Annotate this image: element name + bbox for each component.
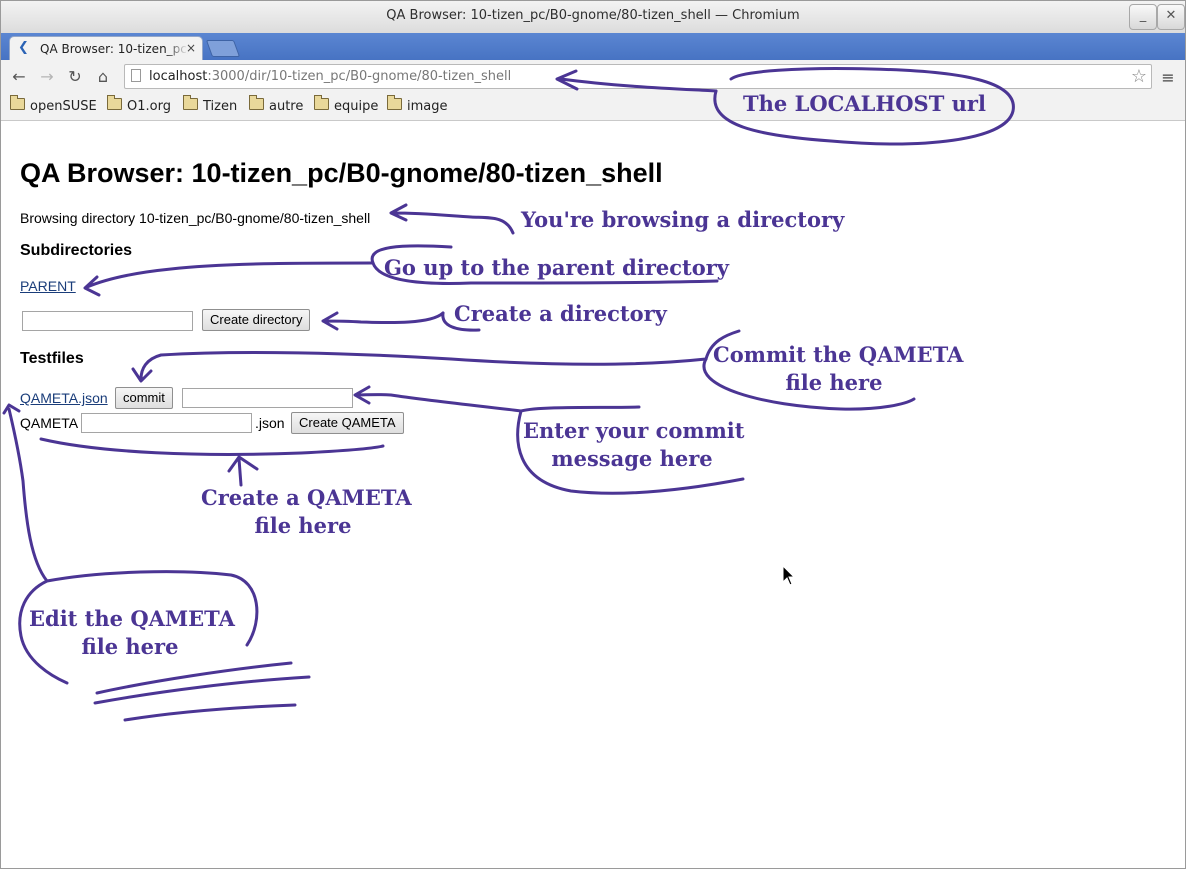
folder-icon xyxy=(183,95,198,110)
json-suffix-label: .json xyxy=(255,415,285,431)
toolbar: ← → ↻ ⌂ localhost:3000/dir/10-tizen_pc/B… xyxy=(1,60,1185,94)
url-path: :3000/dir/10-tizen_pc/B0-gnome/80-tizen_… xyxy=(207,69,512,84)
home-icon[interactable]: ⌂ xyxy=(97,67,109,86)
bookmark-star-icon[interactable]: ☆ xyxy=(1130,66,1147,87)
close-tab-icon[interactable]: × xyxy=(185,41,196,55)
folder-icon xyxy=(387,95,402,110)
folder-icon xyxy=(10,95,25,110)
forward-icon[interactable]: → xyxy=(40,67,54,86)
bookmark-folder-equipe[interactable]: equipe xyxy=(314,95,379,114)
address-bar[interactable]: localhost:3000/dir/10-tizen_pc/B0-gnome/… xyxy=(124,64,1152,89)
annotation-commit-message: Enter your commit message here xyxy=(523,417,745,473)
page-title: QA Browser: 10-tizen_pc/B0-gnome/80-tize… xyxy=(20,158,663,188)
commit-button[interactable]: commit xyxy=(115,387,173,409)
folder-icon xyxy=(314,95,329,110)
annotation-localhost: The LOCALHOST url xyxy=(743,91,986,116)
new-tab-button[interactable] xyxy=(205,40,241,57)
bookmark-folder-autre[interactable]: autre xyxy=(249,95,304,114)
bookmark-folder-o1[interactable]: O1.org xyxy=(107,95,171,114)
bookmark-label: autre xyxy=(269,99,304,114)
bookmark-label: O1.org xyxy=(127,99,171,114)
favicon-icon: ❮ xyxy=(18,40,29,55)
folder-icon xyxy=(249,95,264,110)
bookmark-label: image xyxy=(407,99,448,114)
annotation-commit-line1: Commit the QAMETA xyxy=(713,342,964,367)
create-qameta-button[interactable]: Create QAMETA xyxy=(291,412,404,434)
testfiles-heading: Testfiles xyxy=(20,350,84,367)
annotation-parent: Go up to the parent directory xyxy=(384,255,730,280)
bookmark-label: equipe xyxy=(334,99,379,114)
browsing-directory-text: Browsing directory 10-tizen_pc/B0-gnome/… xyxy=(20,210,371,226)
annotation-create-qameta-line2: file here xyxy=(254,513,352,538)
url-host: localhost xyxy=(149,69,208,84)
url-text[interactable]: localhost:3000/dir/10-tizen_pc/B0-gnome/… xyxy=(149,69,511,84)
bookmark-label: openSUSE xyxy=(30,99,97,114)
annotation-commit-line2: file here xyxy=(785,370,883,395)
subdirectories-heading: Subdirectories xyxy=(20,242,133,259)
menu-icon[interactable]: ≡ xyxy=(1161,68,1175,87)
tab-qa-browser[interactable]: ❮ QA Browser: 10-tizen_pc/B0-gnome/80-ti… xyxy=(9,36,203,60)
annotation-create-dir: Create a directory xyxy=(454,301,667,326)
annotation-edit-line2: file here xyxy=(81,634,179,659)
tab-label: QA Browser: 10-tizen_pc/B0-gnome/80-tize… xyxy=(40,42,188,56)
parent-link[interactable]: PARENT xyxy=(20,278,76,294)
annotation-edit-line1: Edit the QAMETA xyxy=(29,606,235,631)
window-title: QA Browser: 10-tizen_pc/B0-gnome/80-tize… xyxy=(386,8,800,23)
bookmark-folder-tizen[interactable]: Tizen xyxy=(183,95,238,114)
close-window-button[interactable]: ✕ xyxy=(1157,4,1185,30)
annotation-commit: Commit the QAMETA file here xyxy=(713,341,964,397)
annotation-create-qameta-line1: Create a QAMETA xyxy=(201,485,412,510)
qameta-file-link[interactable]: QAMETA.json xyxy=(20,390,108,406)
annotation-create-qameta: Create a QAMETA file here xyxy=(201,484,412,540)
tab-strip: ❮ QA Browser: 10-tizen_pc/B0-gnome/80-ti… xyxy=(1,33,1185,60)
mouse-cursor-icon xyxy=(782,565,796,586)
commit-message-input[interactable] xyxy=(182,388,353,408)
page-icon xyxy=(131,69,141,82)
annotation-edit-qameta: Edit the QAMETA file here xyxy=(29,605,235,661)
bookmark-folder-image[interactable]: image xyxy=(387,95,448,114)
annotation-message-line1: Enter your commit xyxy=(523,418,745,443)
annotation-browsing: You're browsing a directory xyxy=(521,207,845,232)
folder-icon xyxy=(107,95,122,110)
bookmark-label: Tizen xyxy=(203,99,238,114)
back-icon[interactable]: ← xyxy=(12,67,26,86)
bookmark-folder-opensuse[interactable]: openSUSE xyxy=(10,95,97,114)
create-directory-button[interactable]: Create directory xyxy=(202,309,311,331)
directory-name-input[interactable] xyxy=(22,311,193,331)
qameta-name-input[interactable] xyxy=(81,413,252,433)
qameta-prefix-label: QAMETA xyxy=(20,415,79,431)
title-bar: QA Browser: 10-tizen_pc/B0-gnome/80-tize… xyxy=(1,1,1185,34)
bookmarks-bar: openSUSE O1.org Tizen autre equipe image xyxy=(1,94,1185,121)
reload-icon[interactable]: ↻ xyxy=(68,67,82,86)
annotation-message-line2: message here xyxy=(551,446,713,471)
minimize-button[interactable]: _ xyxy=(1129,4,1157,30)
